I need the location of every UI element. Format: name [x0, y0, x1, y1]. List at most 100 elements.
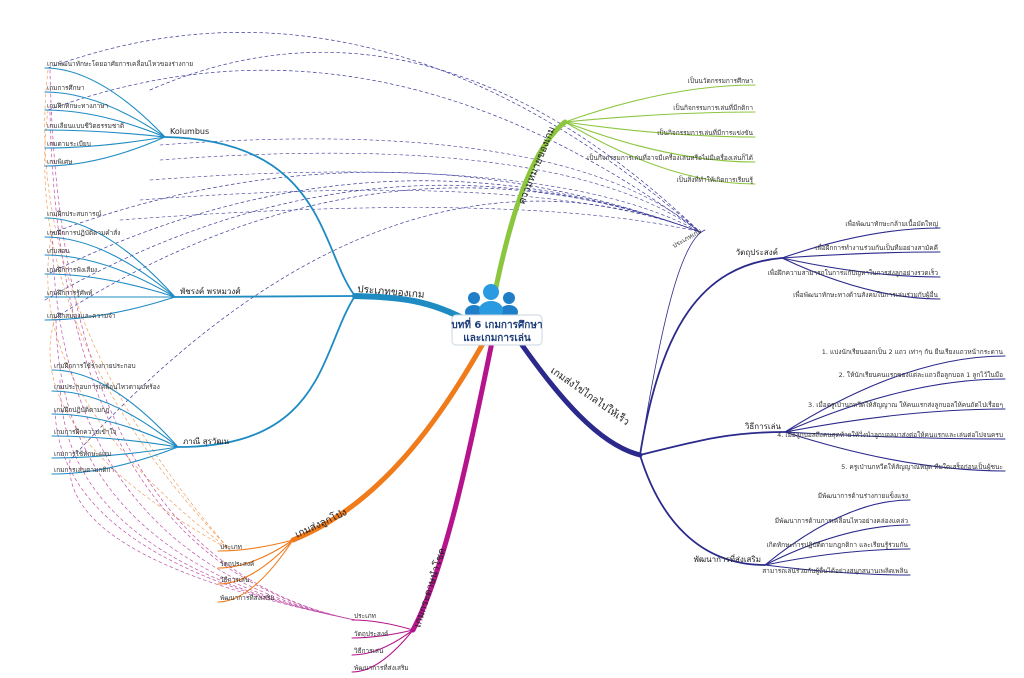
- relationship-line: [55, 319, 356, 621]
- leaf-topic[interactable]: เกมฝึกประสบการณ์: [47, 210, 102, 218]
- leaf-connector: [44, 129, 166, 138]
- leaf-topic[interactable]: 3. เมื่อครูเป่านกหวีดให้สัญญาณ ให้คนแรกส…: [808, 400, 1003, 409]
- leaf-topic[interactable]: เกมฝึกทักษะทางภาษา: [47, 102, 109, 110]
- branch-balloon-label[interactable]: เกมส่งลูกโป่ง: [293, 505, 349, 540]
- relationship-line: [51, 171, 701, 234]
- leaf-topic[interactable]: เป็นกิจกรรมการเล่นที่อาจมีเครื่องเล่นหรื…: [587, 153, 753, 162]
- leaf-topic[interactable]: เกมฝึกการใช้ร่างกายประกอบ: [54, 362, 136, 370]
- relationship-line: [71, 200, 701, 459]
- leaf-topic[interactable]: เป็นนวัตกรรมการศึกษา: [688, 76, 754, 85]
- branch-balloon-main: [290, 337, 488, 543]
- leaf-topic[interactable]: เกมฝึกการรู้ศัพท์: [47, 289, 92, 297]
- relationship-line: [47, 69, 701, 233]
- leaf-connector: [51, 446, 179, 475]
- subbranch-connector: [639, 454, 766, 566]
- leaf-topic[interactable]: พัฒนาการที่ส่งเสริม: [220, 593, 275, 602]
- leaf-connector: [564, 111, 756, 123]
- leaf-topic[interactable]: เกมพิเศษ: [47, 158, 73, 166]
- branch-paper-label[interactable]: เกมกระดาษนำโชค: [410, 546, 448, 629]
- leaf-connector: [44, 273, 176, 298]
- leaf-topic[interactable]: เกิดทักษะการปฏิบัติตามกฎกติกา และเรียนรู…: [767, 541, 909, 549]
- leaf-topic[interactable]: เกมฝึกสมองและความจำ: [47, 312, 116, 320]
- leaf-connector: [564, 121, 756, 163]
- leaf-topic[interactable]: เป็นสิ่งที่ทำให้เกิดการเรียนรู้: [676, 175, 753, 184]
- leaf-topic[interactable]: วัตถุประสงค์: [220, 560, 254, 568]
- leaf-connector: [564, 121, 756, 138]
- leaf-connector: [51, 435, 179, 448]
- leaf-topic[interactable]: เกมการเล่นตามกติกา: [54, 466, 114, 474]
- relationship-line: [49, 111, 356, 621]
- leaf-topic[interactable]: เกมฝึกการปฏิบัติตามคำสั่ง: [47, 228, 120, 237]
- central-topic-line1: บทที่ 6 เกมการศึกษา: [451, 317, 542, 331]
- leaf-topic[interactable]: เกมเลียนแบบชีวิตธรรมชาติ: [47, 122, 124, 130]
- relationship-line: [49, 317, 231, 551]
- subbranch-connector: [639, 431, 786, 456]
- subtopic[interactable]: พัฒนาการที่ส่งเสริม: [694, 553, 761, 564]
- subtopic[interactable]: ภาณี สุรวัฒน: [183, 437, 230, 446]
- leaf-topic[interactable]: เพื่อพัฒนาทักษะกล้ามเนื้อมัดใหญ่: [845, 219, 938, 228]
- leaf-topic[interactable]: เกมการฝึกความเข้าใจ: [54, 428, 117, 436]
- leaf-topic[interactable]: เพื่อพัฒนาทักษะทางด้านสังคมในการเล่นร่วม…: [793, 290, 938, 299]
- leaf-topic[interactable]: เกมสอน: [47, 247, 70, 255]
- leaf-topic[interactable]: มีพัฒนาการด้านการเคลื่อนไหวอย่างคล่องแคล…: [775, 516, 909, 525]
- leaf-topic[interactable]: เกมฝึกปฏิบัติตามกฎ: [54, 406, 109, 414]
- leaf-topic[interactable]: เป็นกิจกรรมการเล่นที่มีกติกา: [673, 103, 753, 112]
- leaf-connector: [217, 539, 294, 569]
- relationship-line: [44, 69, 231, 551]
- leaf-topic[interactable]: เกมการศึกษา: [47, 84, 85, 92]
- branch-paper-main: [410, 339, 495, 633]
- subtopic[interactable]: วิธีการเล่น: [744, 422, 781, 431]
- leaf-connector: [784, 431, 1006, 440]
- leaf-topic[interactable]: 1. แบ่งนักเรียนออกเป็น 2 แถว เท่าๆ กัน ย…: [822, 347, 1004, 356]
- leaf-topic[interactable]: เกมพัฒนาทักษะโดยอาศัยการเคลื่อนไหวของร่า…: [47, 59, 193, 68]
- leaf-topic[interactable]: เกมฝึกการฟังเสียง: [47, 266, 97, 274]
- leaf-topic[interactable]: เกมการใช้ทักษะผสม: [54, 450, 111, 458]
- relationship-line: [44, 184, 701, 301]
- leaf-topic[interactable]: มีพัฒนาการด้านร่างกายแข็งแรง: [818, 491, 908, 500]
- leaf-topic[interactable]: สามารถเล่นร่วมกับผู้อื่นได้อย่างสนุกสนาน…: [762, 566, 908, 575]
- relationship-lines: [44, 32, 701, 621]
- leaf-topic[interactable]: เกมประกอบการเคลื่อนไหวตามบทร้อง: [54, 382, 160, 391]
- leaf-topic[interactable]: เพื่อฝึกความสามารถในการแก้ปัญหาในการส่งล…: [768, 268, 939, 277]
- leaf-topic[interactable]: วิธีการเล่น: [220, 576, 250, 584]
- relationship-line: [59, 379, 356, 621]
- leaf-topic[interactable]: เกมตามระเบียบ: [47, 140, 91, 148]
- leaf-connector: [781, 257, 941, 278]
- leaf-connector: [784, 408, 1006, 433]
- leaf-topic[interactable]: 2. ให้นักเรียนคนแรกของแต่ละแถวถือลูกบอล …: [839, 371, 1003, 379]
- leaf-topic[interactable]: เพื่อฝึกการทำงานร่วมกันเป็นทีมอย่างสามัค…: [815, 243, 938, 252]
- subbranch-connector: [177, 295, 356, 448]
- leaf-connector: [217, 539, 294, 552]
- leaf-connector: [351, 629, 414, 656]
- leaf-connector: [44, 91, 166, 138]
- leaf-connector: [351, 629, 414, 673]
- leaf-topic[interactable]: 4. เมื่อลูกบอลถึงคนสุดท้ายให้วิ่งนำลูกบอ…: [777, 430, 1003, 439]
- subtopic[interactable]: Kolumbus: [170, 127, 209, 136]
- relationship-line: [47, 32, 701, 233]
- subtopic-type[interactable]: ประเภทเกม: [671, 227, 703, 250]
- leaf-topic[interactable]: พัฒนาการที่ส่งเสริม: [354, 663, 409, 672]
- leaf-topic[interactable]: 5. ครูเป่านกหวีดให้สัญญาณหยุด ทีมใดเสร็จ…: [841, 462, 1003, 471]
- relationship-line: [159, 152, 701, 233]
- leaf-topic[interactable]: ประเภท: [354, 612, 376, 620]
- leaf-connector: [44, 254, 176, 298]
- leaf-topic[interactable]: วัตถุประสงค์: [354, 630, 388, 638]
- relationship-line: [139, 189, 701, 233]
- subtopic[interactable]: วัตถุประสงค์: [736, 247, 778, 257]
- relationship-line: [149, 51, 701, 233]
- leaf-connector: [44, 217, 176, 298]
- leaf-connector: [44, 236, 176, 298]
- leaf-topic[interactable]: ประเภท: [220, 543, 242, 551]
- central-topic[interactable]: บทที่ 6 เกมการศึกษา และเกมการเล่น: [451, 284, 543, 346]
- leaf-connector: [564, 121, 756, 185]
- subbranch-connector: [164, 136, 356, 297]
- leaf-connector: [51, 369, 179, 448]
- leaf-topic[interactable]: วิธีการเล่น: [354, 647, 384, 655]
- leaf-connector: [351, 629, 414, 639]
- relationship-line: [54, 187, 701, 319]
- subtopic[interactable]: พัชรงค์ พรหมวงศ์: [180, 286, 240, 296]
- subbranch-connector: [639, 229, 706, 456]
- leaf-topic[interactable]: เป็นกิจกรรมการเล่นที่มีการแข่งขัน: [657, 128, 753, 137]
- leaf-connector: [217, 539, 294, 585]
